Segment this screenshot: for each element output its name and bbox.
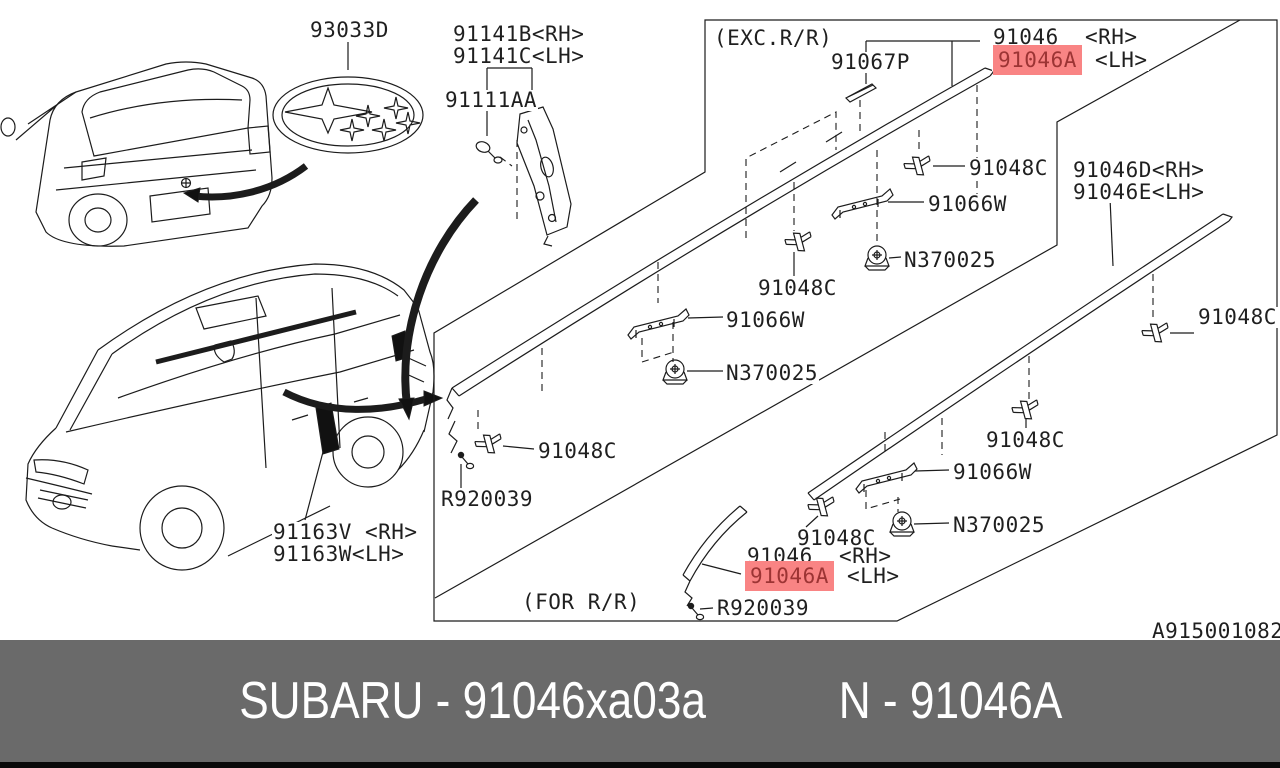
part-label-drawing-code: A915001082 [1151, 621, 1280, 642]
part-label-R920039-1[interactable]: R920039 [440, 487, 535, 511]
part-label-N370025-2[interactable]: N370025 [725, 361, 820, 385]
part-label-91163V-RH[interactable]: 91163V <RH> [272, 520, 419, 544]
part-label-91048C-3[interactable]: 91048C [1197, 305, 1278, 329]
part-label-91048C-2[interactable]: 91048C [757, 276, 838, 300]
pointer-arrows [182, 163, 479, 421]
part-label-91046D-RH[interactable]: 91046D<RH> [1072, 158, 1206, 182]
part-label-section-for-rr: (FOR R/R) [521, 590, 642, 614]
part-label-91066W-1[interactable]: 91066W [927, 192, 1008, 216]
car-rear-view [0, 61, 273, 247]
outer-panel-border [433, 19, 1278, 622]
part-label-91141B-RH[interactable]: 91141B<RH> [452, 22, 586, 46]
part-label-R920039-2[interactable]: R920039 [716, 596, 811, 620]
emblem-arrow [193, 163, 309, 201]
part-label-91048C-4[interactable]: 91048C [985, 428, 1066, 452]
roof-molding-highlight [155, 309, 357, 365]
part-label-91046E-LH[interactable]: 91046E<LH> [1072, 180, 1206, 204]
part-label-91111AA[interactable]: 91111AA [444, 88, 539, 112]
part-label-91048C-6[interactable]: 91048C [796, 526, 877, 550]
part-label-91163W-LH[interactable]: 91163W<LH> [272, 542, 406, 566]
part-label-91046A-LH-top[interactable]: 91046A <LH> [992, 45, 1149, 75]
part-label-93033D[interactable]: 93033D [309, 18, 390, 42]
part-label-91046A-LH-bottom[interactable]: 91046A <LH> [744, 561, 901, 591]
part-label-91067P[interactable]: 91067P [830, 50, 911, 74]
part-label-91046-RH-top[interactable]: 91046 <RH> [992, 25, 1139, 49]
part-label-91066W-3[interactable]: 91066W [952, 460, 1033, 484]
section-divider-line [434, 19, 1241, 599]
part-label-91048C-1[interactable]: 91048C [968, 156, 1049, 180]
subaru-emblem-icon [272, 76, 424, 154]
pillar-clip-icon [475, 141, 503, 164]
panel-borders [433, 19, 1278, 622]
part-label-N370025-1[interactable]: N370025 [903, 248, 998, 272]
strip-for-rr [682, 505, 748, 607]
footer-banner: SUBARU - 91046xa03a N - 91046A [0, 640, 1280, 762]
footer-right-code: N - 91046A [838, 672, 1063, 730]
part-label-91048C-5[interactable]: 91048C [537, 439, 618, 463]
part-label-N370025-3[interactable]: N370025 [952, 513, 1047, 537]
large-star [284, 86, 373, 135]
highlighted-part-number[interactable]: 91046A [993, 45, 1082, 75]
dashed-locator-lines [477, 85, 1154, 512]
roof-rail-exc [446, 67, 996, 454]
diagram-line-art [0, 19, 1278, 622]
pillar-trim-part [516, 106, 572, 247]
roof-rail-de [807, 213, 1233, 501]
tailgate-screw-icon [180, 177, 192, 189]
part-label-91141C-LH[interactable]: 91141C<LH> [452, 44, 586, 68]
footer-left-code: SUBARU - 91046xa03a [239, 672, 706, 730]
labels-layer: 93033D 91141B<RH>91141C<LH> 91111AA (EXC.R/… [272, 18, 1280, 642]
sunroof [195, 295, 267, 330]
part-label-91066W-2[interactable]: 91066W [725, 308, 806, 332]
highlighted-part-number[interactable]: 91046A [745, 561, 834, 591]
leader-lines [304, 40, 1194, 610]
part-label-section-exc-rr: (EXC.R/R) [713, 26, 834, 50]
footer-black-strip [0, 762, 1280, 768]
pillar-trim-arrow [401, 197, 479, 406]
